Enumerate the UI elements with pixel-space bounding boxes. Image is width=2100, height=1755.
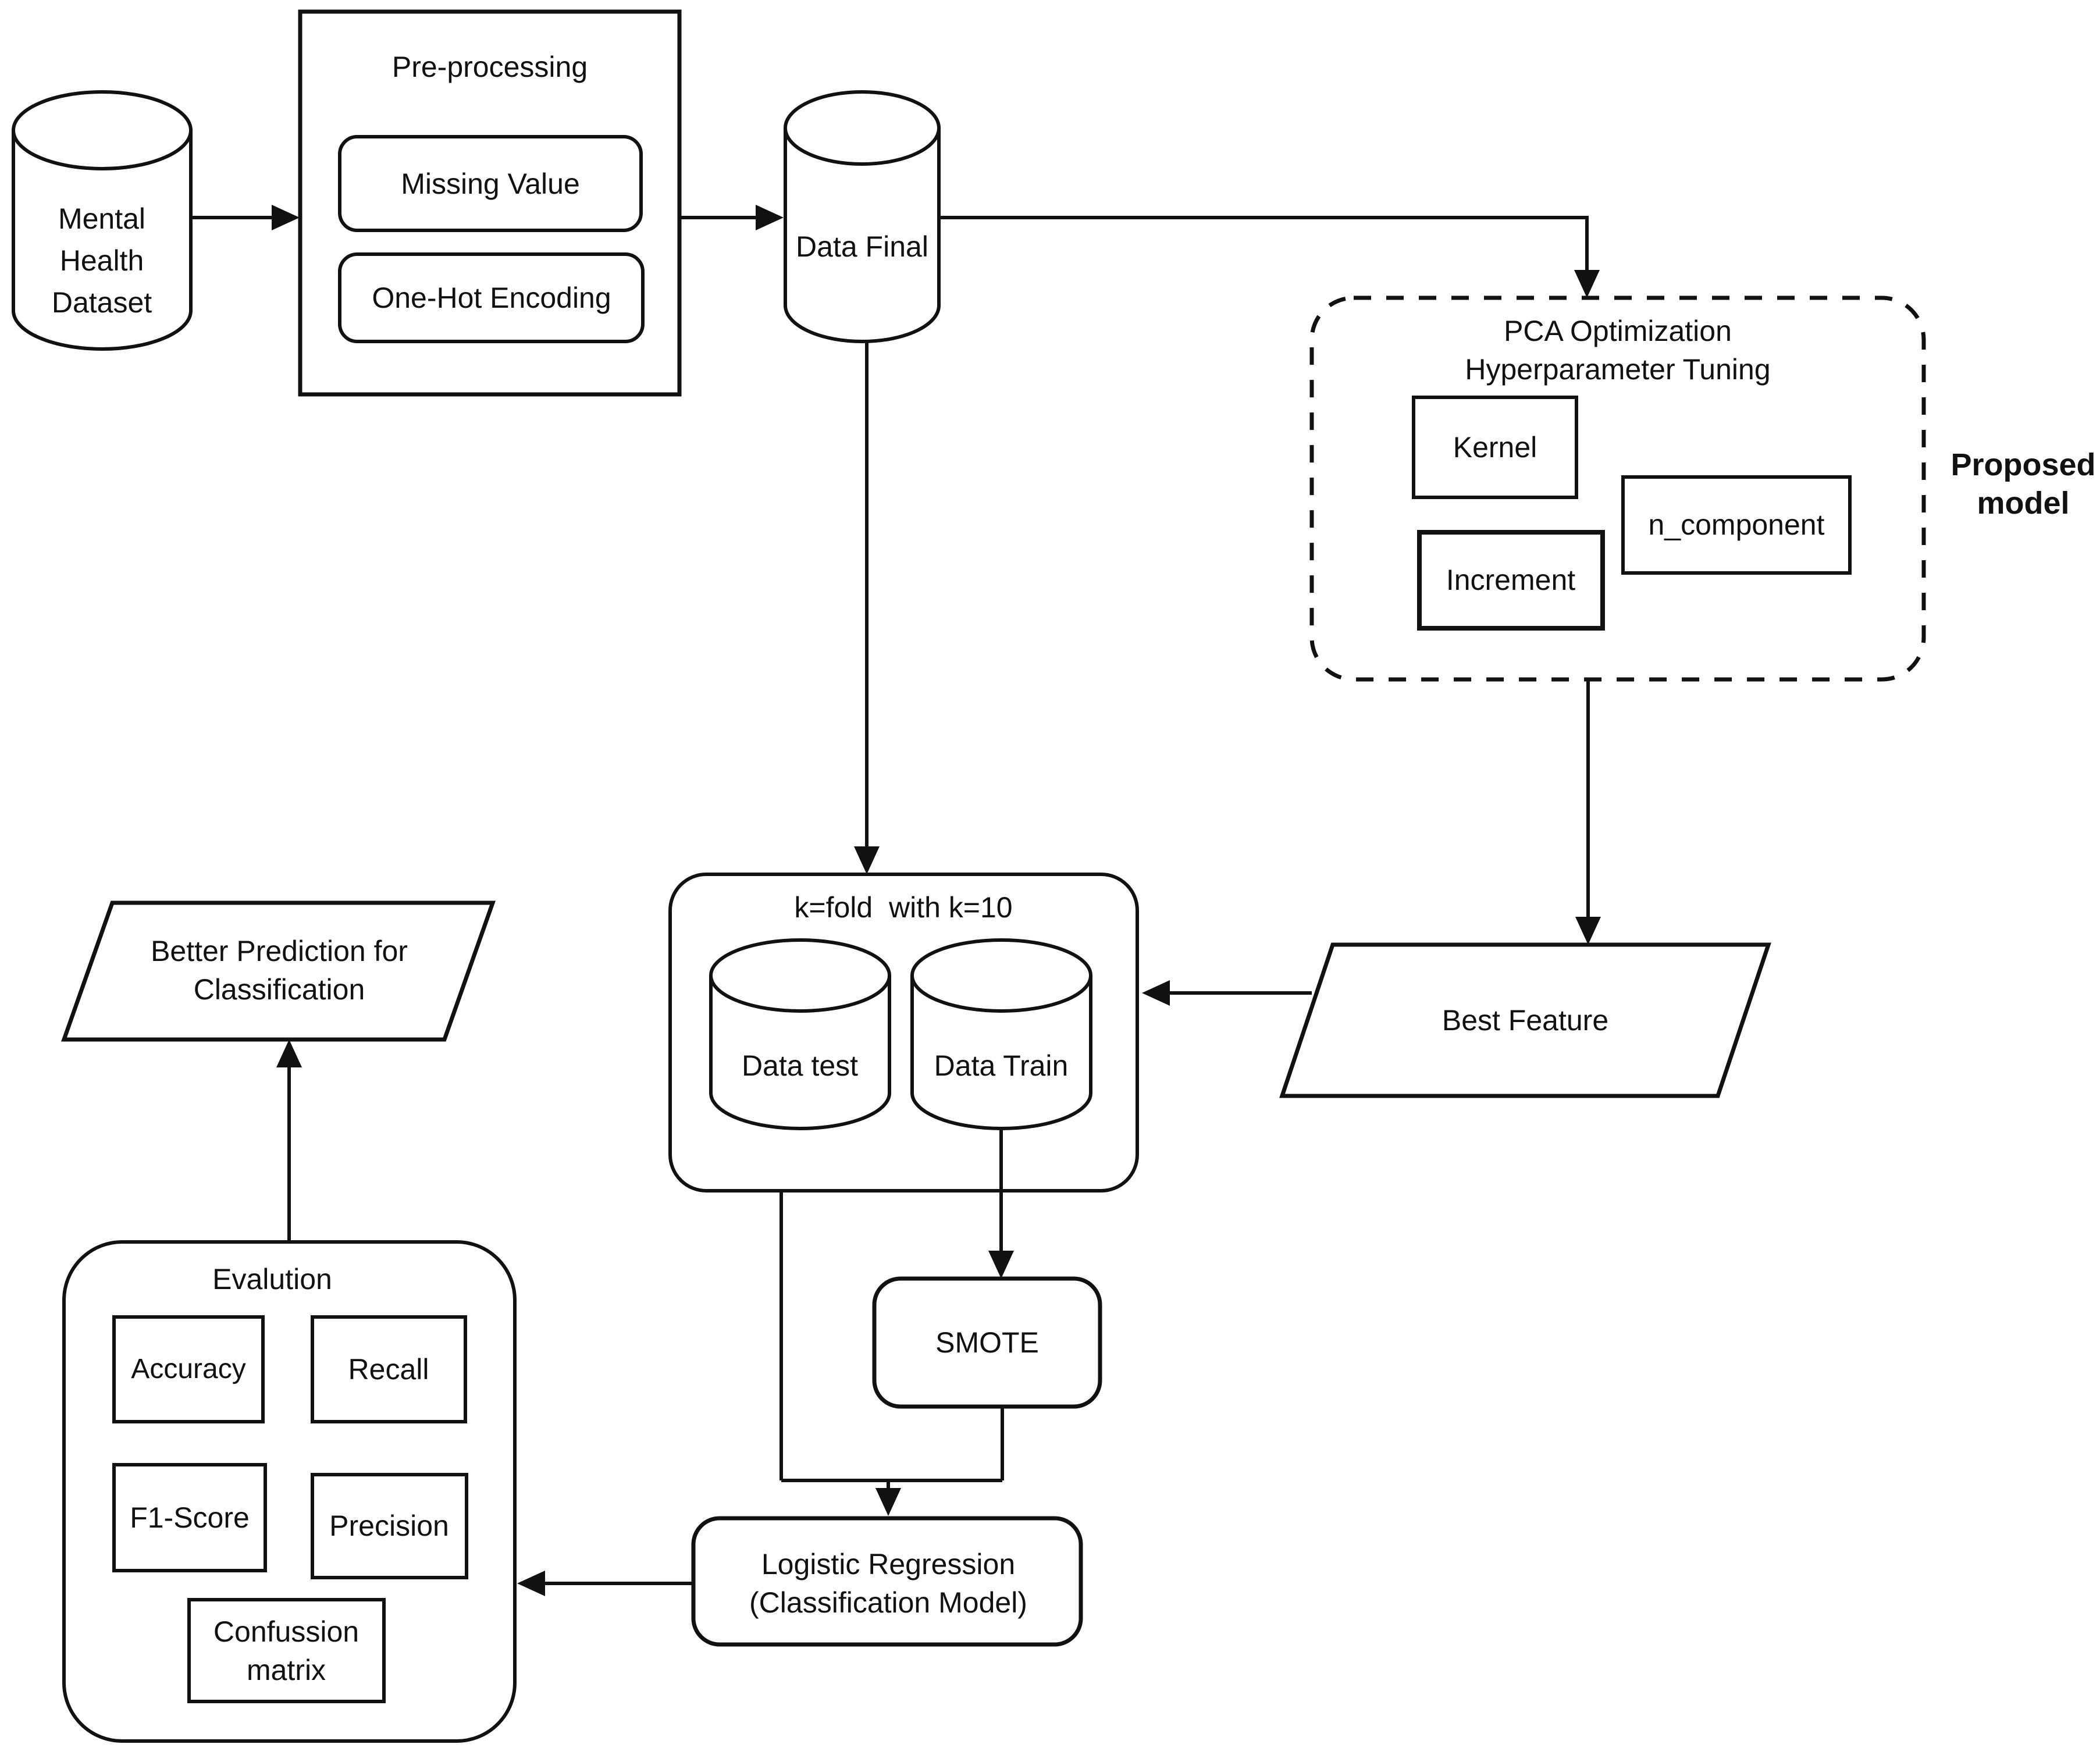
preprocessing-title: Pre-processing [391,51,588,83]
f1-score-box [112,1463,267,1572]
accuracy-label: Accuracy [131,1354,246,1384]
confussion-matrix-label: Confussion matrix [213,1615,360,1686]
n-component-label: n_component [1648,508,1825,541]
data-final-label: Data Final [796,230,928,263]
increment-box [1417,530,1605,631]
data-test-label: Data test [741,1049,859,1082]
arrowhead-into-smote [988,1251,1014,1279]
data-train-cylinder [910,938,1092,1130]
increment-label: Increment [1446,564,1576,596]
kernel-box [1412,396,1578,499]
pca-title: PCA Optimization Hyperparameter Tuning [1465,315,1771,386]
data-test-cylinder [709,938,891,1130]
recall-label: Recall [348,1353,429,1386]
missing-value-label: Missing Value [401,168,580,200]
one-hot-encoding-box [338,252,645,343]
accuracy-box [112,1315,265,1423]
better-prediction-label: Better Prediction for Classification [151,935,408,1006]
arrowhead-into-kfold-top [854,846,880,874]
arrowhead-into-prediction [276,1040,302,1067]
data-train-label: Data Train [934,1049,1069,1082]
kfold-title: k=fold with k=10 [794,891,1013,924]
data-final-cylinder [784,90,941,343]
arrowheads [272,205,1601,1596]
arrowhead-into-logistic [875,1488,901,1516]
n-component-box [1621,475,1852,575]
mental-health-dataset-cylinder [12,90,193,351]
proposed-model-label: Proposed model [1950,447,2096,521]
mental-health-dataset-label: Mental Health Dataset [51,202,152,319]
arrowhead-into-preprocessing [272,205,300,230]
precision-box [311,1473,468,1579]
missing-value-box [338,135,643,232]
recall-box [311,1315,467,1423]
f1-score-label: F1-Score [130,1501,250,1534]
best-feature-label: Best Feature [1441,1004,1609,1037]
arrowhead-into-bestfeature [1575,917,1601,945]
precision-label: Precision [329,1510,449,1542]
logistic-regression-box [691,1516,1083,1647]
kernel-label: Kernel [1453,431,1537,464]
smote-box [872,1276,1102,1409]
best-feature-parallelogram [1279,942,1771,1098]
evalution-title: Evalution [212,1263,332,1295]
arrowhead-into-datafinal [756,205,784,230]
logistic-regression-label: Logistic Regression (Classification Mode… [749,1548,1027,1619]
better-prediction-parallelogram [61,900,496,1042]
arrowhead-into-kfold-right [1142,980,1170,1006]
arrowhead-into-pca [1574,270,1600,298]
confussion-matrix-box [187,1598,386,1703]
arrowhead-into-evalution [517,1571,545,1596]
one-hot-encoding-label: One-Hot Encoding [372,282,611,314]
smote-label: SMOTE [935,1326,1039,1359]
